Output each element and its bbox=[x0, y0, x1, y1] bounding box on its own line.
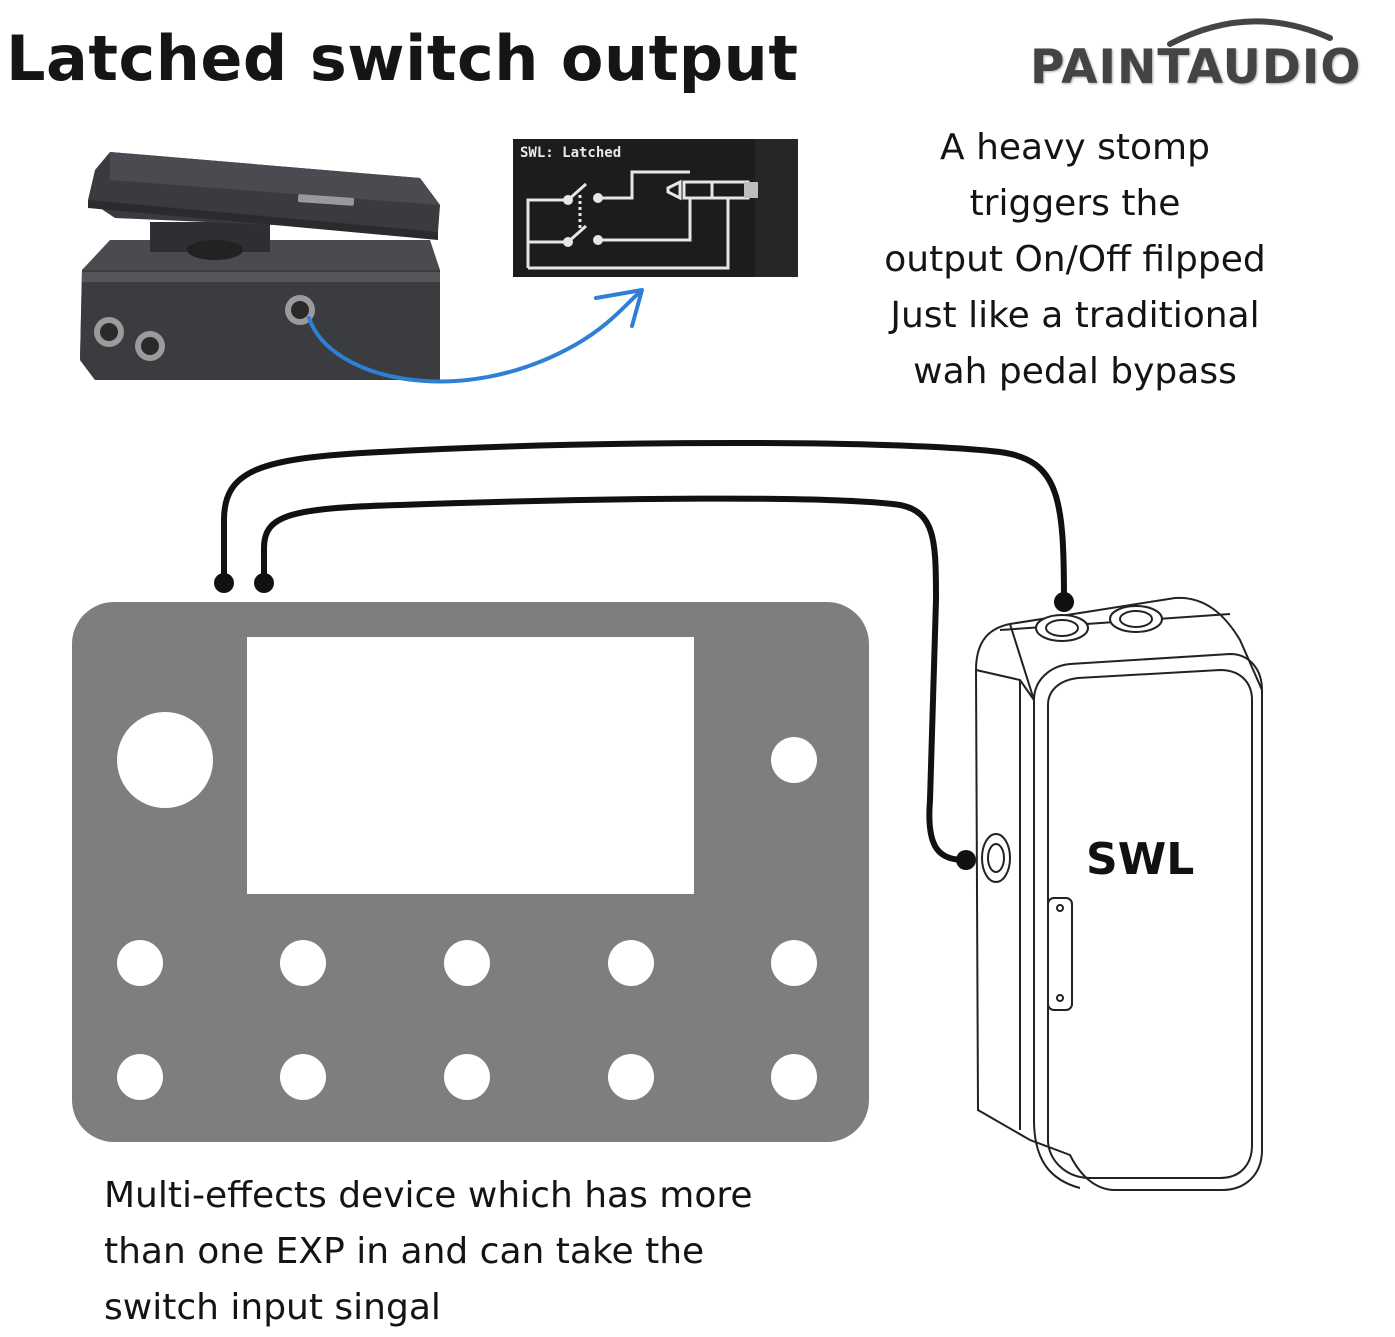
cable-exp-2 bbox=[254, 495, 976, 870]
arrow-icon bbox=[307, 288, 644, 384]
description-line: output On/Off filpped bbox=[884, 239, 1266, 280]
footswitch-row-2 bbox=[117, 1054, 817, 1100]
caption-line: switch input singal bbox=[104, 1287, 441, 1328]
brand-logo: PAINTAUDIO bbox=[1030, 40, 1362, 95]
pedal-jack-1 bbox=[94, 317, 124, 347]
multi-effects-device bbox=[72, 602, 869, 1142]
description-line: Just like a traditional bbox=[890, 295, 1260, 336]
description-line: wah pedal bypass bbox=[913, 351, 1237, 392]
screen-label: SWL: Latched bbox=[520, 145, 622, 161]
page-title: Latched switch output bbox=[6, 22, 799, 95]
description: A heavy stomp triggers the output On/Off… bbox=[850, 120, 1300, 400]
brand-arc-icon bbox=[1167, 18, 1333, 47]
caption-line: than one EXP in and can take the bbox=[104, 1231, 705, 1272]
description-line: A heavy stomp bbox=[940, 127, 1210, 168]
description-line: triggers the bbox=[969, 183, 1181, 224]
device-display bbox=[247, 637, 694, 894]
device-knob bbox=[117, 712, 213, 808]
device-button bbox=[771, 737, 817, 783]
expression-pedal bbox=[80, 152, 440, 380]
device-caption: Multi-effects device which has more than… bbox=[104, 1168, 864, 1336]
cable-exp-1 bbox=[214, 440, 1074, 612]
swl-pedal bbox=[974, 596, 1263, 1191]
swl-device-label: SWL bbox=[1086, 834, 1195, 885]
pedal-jack-2 bbox=[135, 331, 165, 361]
footswitch-row-1 bbox=[117, 940, 817, 986]
swl-screen bbox=[513, 139, 798, 277]
caption-line: Multi-effects device which has more bbox=[104, 1175, 753, 1216]
